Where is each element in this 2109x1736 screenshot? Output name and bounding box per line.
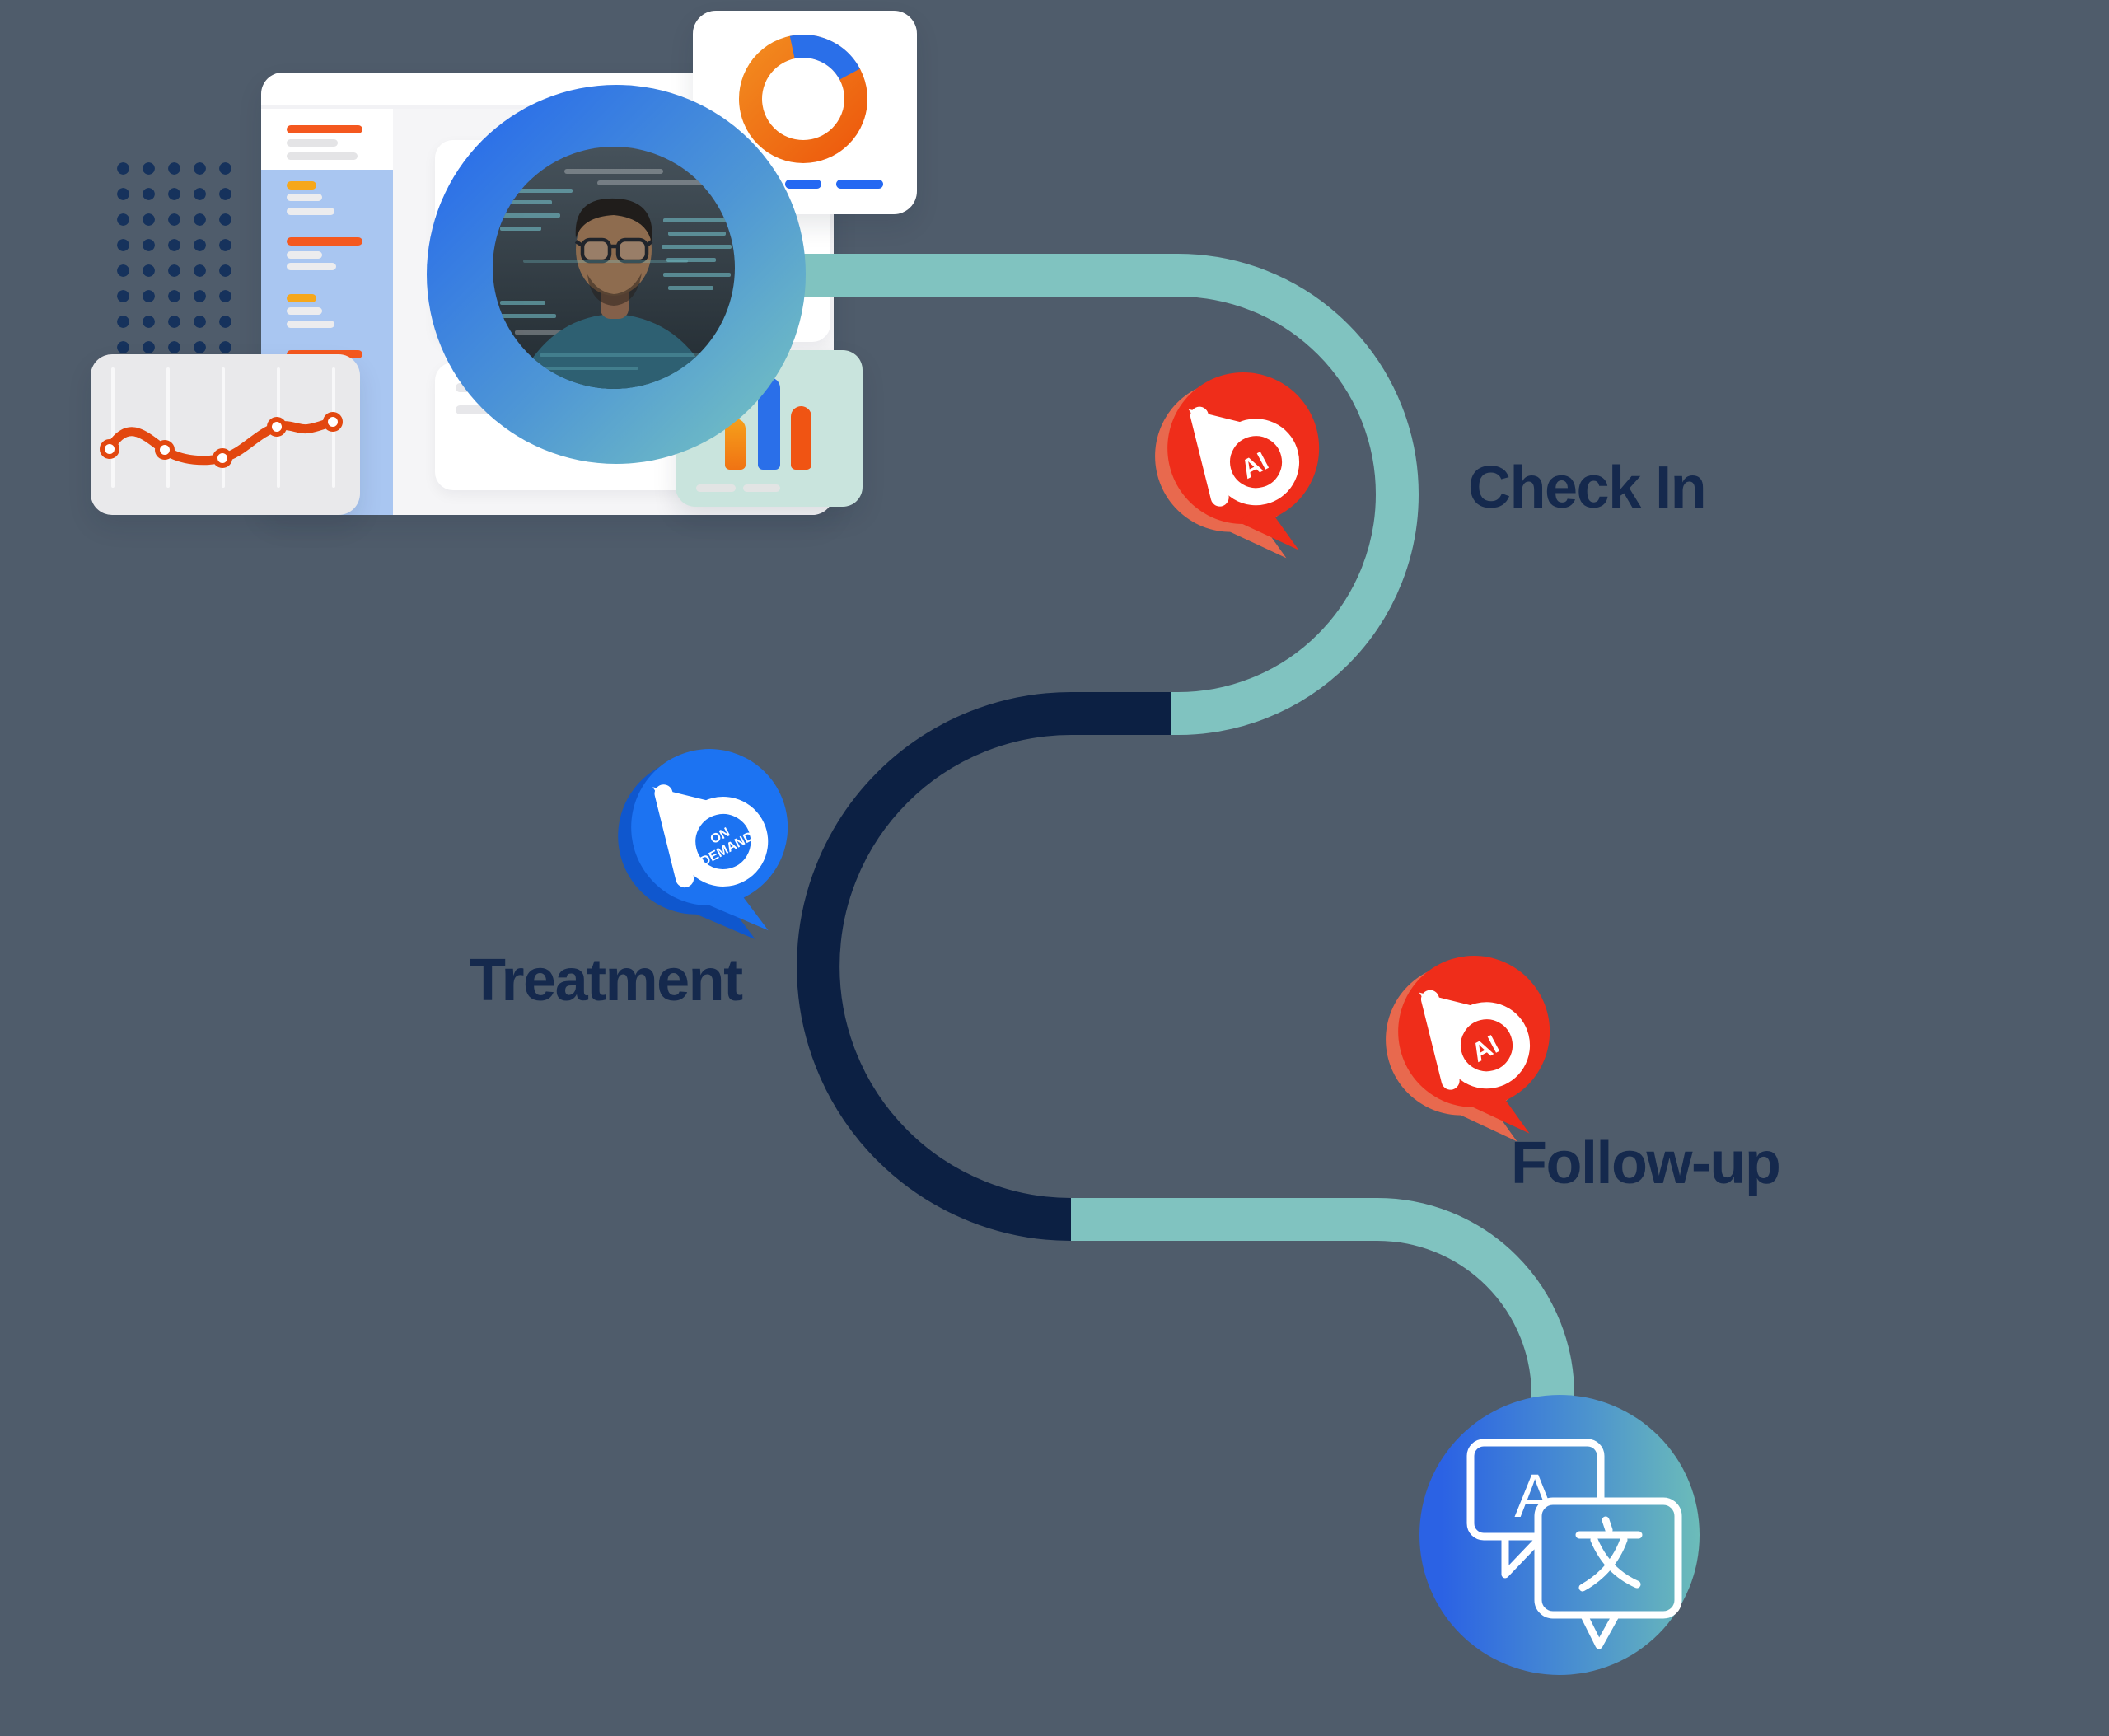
line-chart-card bbox=[91, 354, 360, 515]
flow-segment-teal-bottom bbox=[1071, 1198, 1574, 1457]
step-label-treatment: Treatment bbox=[470, 948, 743, 1013]
translation-chat-icon: A bbox=[1466, 1439, 1682, 1649]
menu-bar-yellow bbox=[287, 294, 316, 302]
menu-bar-gray bbox=[287, 251, 322, 259]
menu-bar-gray bbox=[287, 194, 322, 201]
person-beard bbox=[587, 273, 642, 306]
line-chart bbox=[100, 367, 343, 488]
line-markers bbox=[100, 412, 343, 468]
menu-bar-gray bbox=[287, 263, 336, 270]
menu-bar-gray bbox=[287, 307, 322, 315]
code-overlay-front bbox=[507, 260, 704, 370]
axis-dash bbox=[696, 484, 736, 492]
step-label-check-in: Check In bbox=[1468, 455, 1707, 521]
b-logo: AI bbox=[1188, 406, 1300, 507]
check-in-bubble-icon: AI bbox=[1155, 372, 1320, 559]
flow-segment-navy bbox=[797, 692, 1171, 1241]
follow-up-bubble-icon: AI bbox=[1386, 956, 1550, 1142]
step-label-follow-up: Follow-up bbox=[1511, 1130, 1781, 1196]
person-code-photo bbox=[493, 147, 735, 389]
cjk-glyph-strokes bbox=[1575, 1516, 1643, 1592]
treatment-bubble-icon: ON DEMAND bbox=[618, 749, 788, 939]
menu-bar-yellow bbox=[287, 181, 316, 190]
menu-bar-gray bbox=[287, 321, 334, 328]
bar-red bbox=[791, 406, 811, 470]
legend-dash bbox=[785, 180, 821, 189]
menu-bar-gray bbox=[287, 208, 334, 215]
person-shoulders bbox=[515, 314, 714, 389]
axis-dash bbox=[743, 484, 780, 492]
person-hair bbox=[575, 198, 652, 243]
avatar-photo bbox=[493, 147, 735, 389]
person-glasses bbox=[574, 237, 653, 264]
donut-segment-blue bbox=[789, 35, 860, 81]
menu-bar-orange bbox=[287, 237, 362, 246]
dot-grid-pattern bbox=[117, 162, 233, 380]
menu-bar-orange bbox=[287, 125, 362, 133]
donut-chart bbox=[739, 35, 867, 163]
cjk-chat-bubble bbox=[1534, 1497, 1682, 1649]
translation-node: A bbox=[1419, 1395, 1700, 1675]
legend-dash bbox=[836, 180, 883, 189]
menu-bar-gray bbox=[287, 139, 338, 147]
person-head bbox=[576, 204, 652, 296]
menu-bar-gray bbox=[287, 152, 358, 160]
flow-segment-teal-top bbox=[783, 254, 1419, 735]
